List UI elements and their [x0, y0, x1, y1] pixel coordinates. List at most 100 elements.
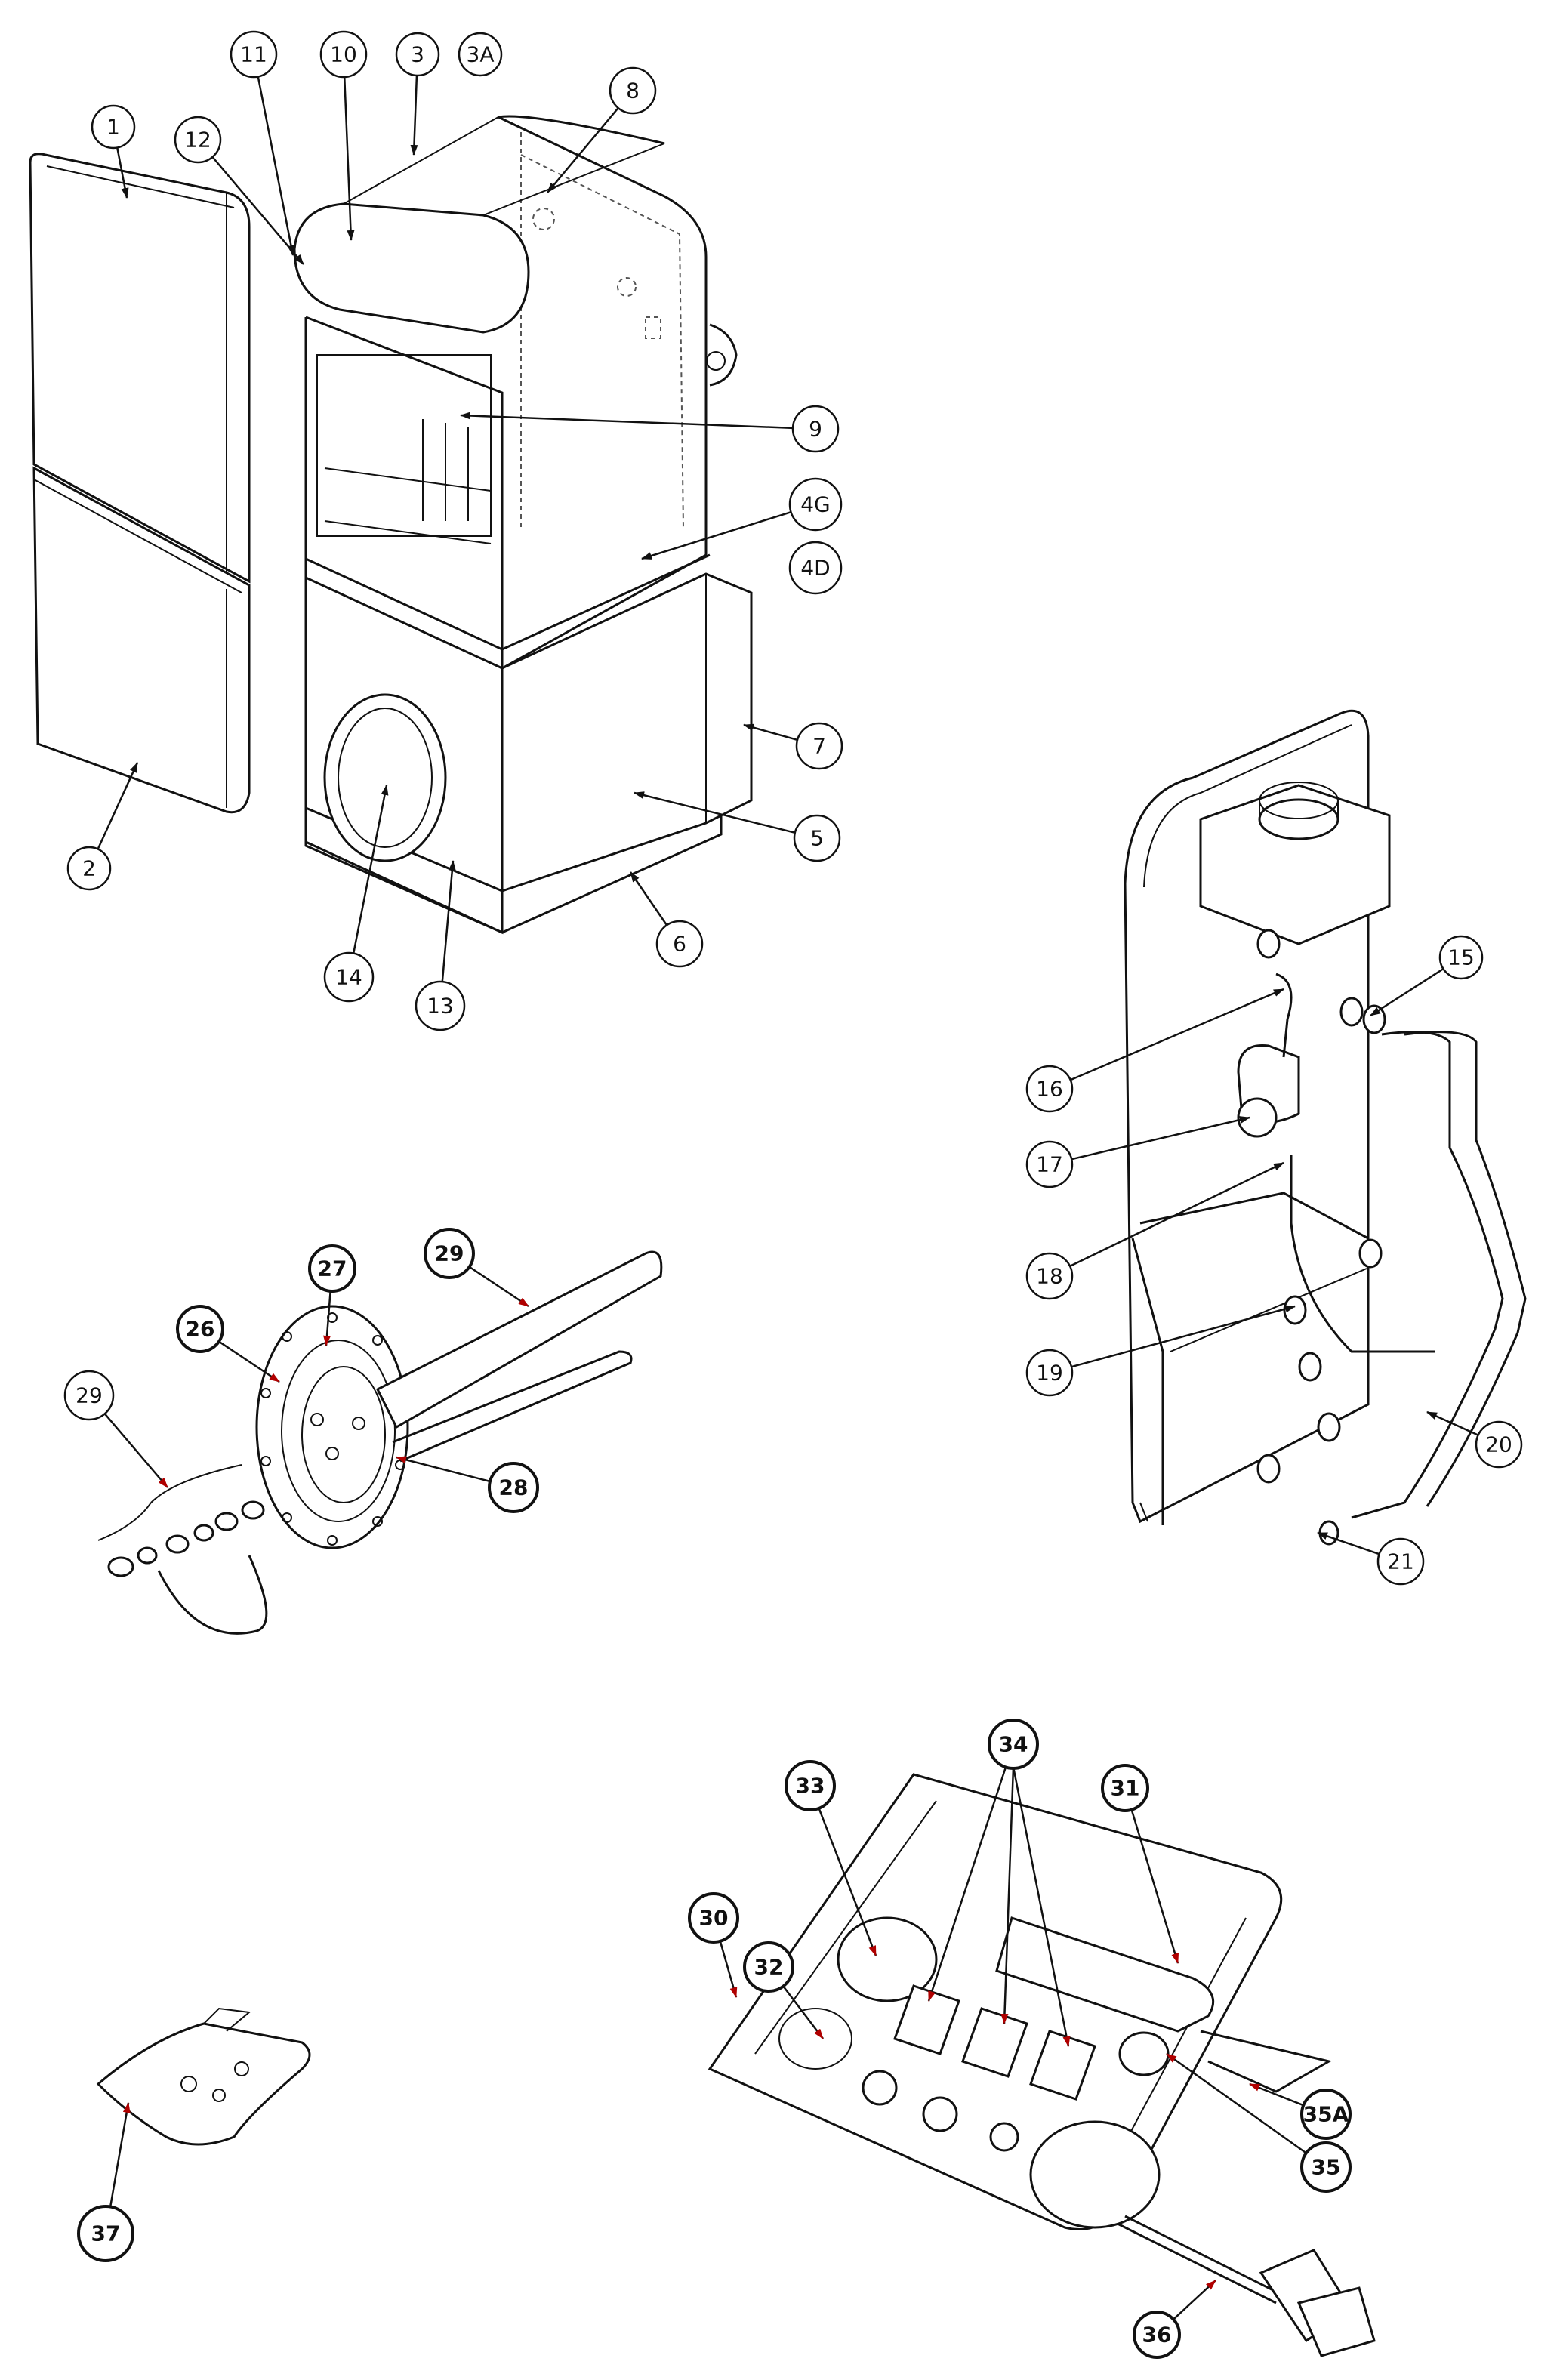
callout-circle: [1133, 2311, 1181, 2359]
callout-18: 18: [1025, 1252, 1074, 1300]
callout-circle: [1438, 935, 1484, 980]
callout-14: 14: [323, 951, 375, 1003]
callout-label: 34: [999, 1732, 1028, 1757]
callout-circle: [176, 1305, 224, 1353]
leader-line-32: [782, 1985, 824, 2039]
callout-circle: [488, 1462, 539, 1513]
callout-label: 6: [673, 932, 686, 957]
callout-circle: [785, 1760, 836, 1811]
callout-label: 29: [76, 1383, 103, 1408]
callout-27: 27: [308, 1244, 356, 1293]
callout-circle: [1300, 2141, 1352, 2193]
leader-line-18: [1069, 1161, 1284, 1268]
callout-13: 13: [415, 980, 466, 1031]
callout-5: 5: [793, 814, 841, 862]
callout-7: 7: [795, 722, 843, 770]
callout-label: 27: [318, 1256, 347, 1281]
pipe-fittings: [1256, 929, 1386, 1546]
front-door-lower: [32, 466, 251, 814]
callout-label: 37: [91, 2221, 121, 2246]
callout-circle: [788, 477, 843, 532]
callout-29: 29: [424, 1228, 475, 1279]
leader-line-34-extra-1: [1012, 1766, 1071, 2047]
callout-15: 15: [1438, 935, 1484, 980]
callout-37: 37: [77, 2205, 134, 2262]
leader-line-35a: [1249, 2082, 1304, 2107]
leader-line-13: [441, 860, 456, 982]
callout-label: 28: [499, 1475, 529, 1500]
leader-line-29: [468, 1266, 529, 1308]
callout-2: 2: [66, 846, 112, 891]
callout-circle: [655, 920, 704, 968]
leader-line-34: [927, 1767, 1007, 2002]
callout-circle: [1025, 1349, 1074, 1397]
callout-circle: [1025, 1065, 1074, 1113]
callout-label: 35A: [1303, 2102, 1349, 2127]
callout-label: 4D: [800, 556, 830, 581]
callout-19: 19: [1025, 1349, 1074, 1397]
callout-label: 3: [411, 42, 424, 67]
callout-label: 19: [1036, 1361, 1063, 1386]
callout-circle: [795, 722, 843, 770]
leader-line-11: [257, 76, 295, 256]
leader-line-8: [547, 107, 619, 193]
callout-30: 30: [688, 1892, 739, 1944]
callout-label: 20: [1485, 1432, 1512, 1457]
callout-circle: [743, 1941, 794, 1993]
callout-circle: [91, 104, 136, 150]
leader-line-5: [634, 791, 796, 834]
leader-lines: [97, 75, 1479, 2320]
callout-35: 35: [1300, 2141, 1352, 2193]
leader-line-14: [352, 785, 389, 954]
leader-line-17: [1071, 1116, 1250, 1161]
callout-circle: [988, 1719, 1039, 1770]
callout-label: 16: [1036, 1077, 1063, 1102]
callout-3: 3: [395, 32, 440, 77]
callout-circle: [458, 32, 503, 77]
callout-circle: [424, 1228, 475, 1279]
callout-1: 1: [91, 104, 136, 150]
callout-29: 29: [63, 1370, 115, 1421]
rocker-switches: [893, 1984, 1096, 2101]
callout-label: 35: [1312, 2155, 1341, 2180]
accessory-bag-drawing: [96, 2007, 311, 2146]
leader-line-7: [743, 723, 798, 741]
callout-circle: [1300, 2089, 1352, 2140]
leader-line-4g: [641, 510, 791, 560]
callout-4d: 4D: [788, 541, 843, 595]
callout-circle: [319, 30, 368, 79]
leader-line-27: [323, 1290, 331, 1346]
callout-10: 10: [319, 30, 368, 79]
callout-3a: 3A: [458, 32, 503, 77]
leader-line-29: [103, 1413, 168, 1488]
leader-line-35: [1166, 2052, 1307, 2154]
callout-circle: [1376, 1537, 1425, 1586]
callout-12: 12: [174, 116, 222, 164]
leader-line-19: [1071, 1305, 1296, 1368]
front-door-upper: [29, 153, 251, 584]
callout-35a: 35A: [1300, 2089, 1352, 2140]
leader-line-26: [218, 1340, 280, 1383]
callout-circle: [793, 814, 841, 862]
callout-label: 12: [184, 128, 211, 153]
callout-6: 6: [655, 920, 704, 968]
callout-label: 21: [1387, 1549, 1414, 1574]
leader-line-34-extra-0: [1000, 1766, 1015, 2024]
leader-line-36: [1173, 2280, 1216, 2320]
callout-circle: [174, 116, 222, 164]
callout-28: 28: [488, 1462, 539, 1513]
callout-label: 26: [186, 1317, 215, 1342]
callout-4g: 4G: [788, 477, 843, 532]
callout-label: 9: [809, 417, 822, 442]
hydraulic-panel-drawing: [1124, 709, 1527, 1546]
leader-line-16: [1070, 988, 1284, 1081]
leader-line-28: [396, 1456, 491, 1483]
callout-31: 31: [1101, 1764, 1149, 1812]
callout-circle: [230, 30, 278, 79]
leader-line-6: [629, 871, 668, 926]
callout-label: 13: [427, 994, 454, 1019]
callout-label: 1: [106, 115, 120, 140]
